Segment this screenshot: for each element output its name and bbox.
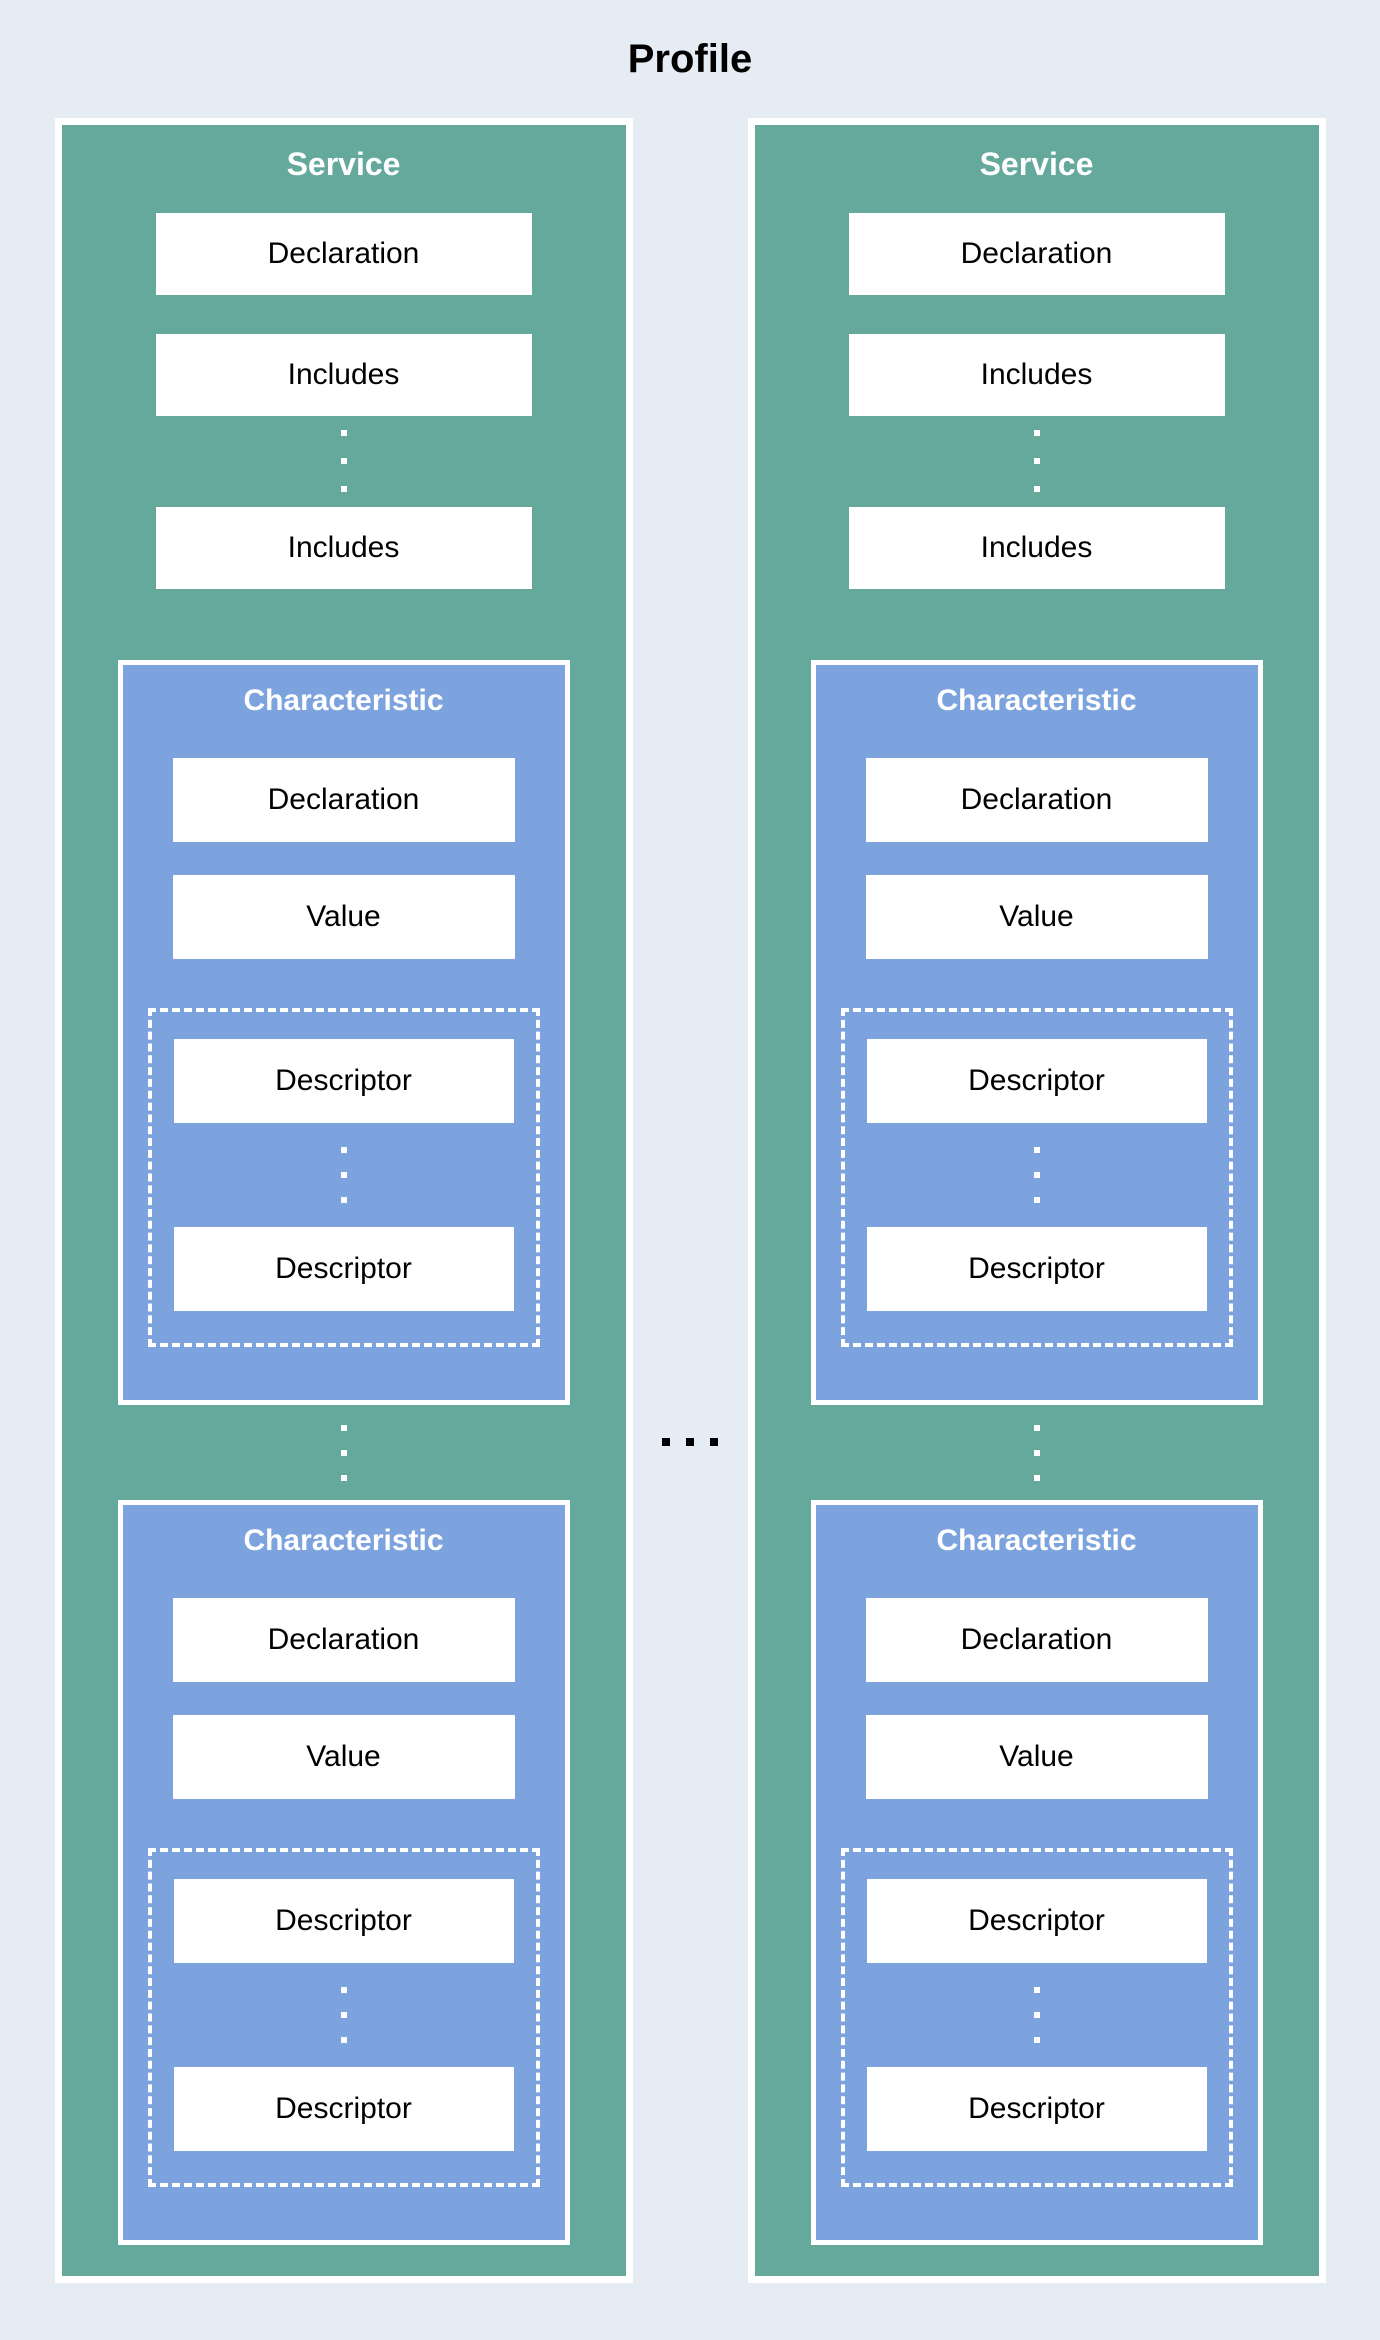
ellipsis-dot	[340, 430, 347, 436]
characteristic-title: Characteristic	[936, 1524, 1137, 1557]
vertical-ellipsis-icon	[340, 1987, 347, 2043]
ellipsis-dot	[710, 1438, 718, 1446]
ellipsis-dot	[1033, 1425, 1040, 1431]
characteristic-box: Characteristic Declaration Value Descrip…	[810, 1500, 1263, 2245]
ellipsis-dot	[340, 1450, 347, 1456]
ellipsis-dot	[1033, 2037, 1040, 2043]
ellipsis-dot	[1033, 1197, 1040, 1203]
characteristic-value-box: Value	[865, 875, 1208, 959]
descriptor-box: Descriptor	[173, 1879, 514, 1963]
descriptor-group: Descriptor Descriptor	[840, 1008, 1233, 1347]
characteristic-title: Characteristic	[936, 684, 1137, 717]
characteristic-declaration-box: Declaration	[865, 758, 1208, 842]
characteristic-box: Characteristic Declaration Value Descrip…	[117, 1500, 570, 2245]
characteristic-value-box: Value	[865, 1715, 1208, 1799]
ellipsis-dot	[662, 1438, 670, 1446]
descriptor-group: Descriptor Descriptor	[840, 1848, 1233, 2187]
ellipsis-dot	[1033, 1172, 1040, 1178]
ellipsis-dot	[340, 458, 347, 464]
services-row: Service Declaration Includes Includes Ch…	[0, 118, 1380, 2283]
characteristic-declaration-box: Declaration	[172, 758, 515, 842]
ellipsis-dot	[340, 1172, 347, 1178]
descriptor-group: Descriptor Descriptor	[147, 1008, 540, 1347]
ellipsis-dot	[340, 1987, 347, 1993]
ellipsis-dot	[340, 2012, 347, 2018]
descriptor-box: Descriptor	[173, 1039, 514, 1123]
vertical-ellipsis-icon	[1033, 430, 1040, 492]
ellipsis-dot	[1033, 2012, 1040, 2018]
service-includes-box: Includes	[848, 334, 1225, 416]
ellipsis-dot	[1033, 1147, 1040, 1153]
characteristic-value-box: Value	[172, 875, 515, 959]
characteristic-box: Characteristic Declaration Value Descrip…	[117, 660, 570, 1405]
characteristic-declaration-box: Declaration	[172, 1598, 515, 1682]
ellipsis-dot	[1033, 1450, 1040, 1456]
service-declaration-box: Declaration	[848, 213, 1225, 295]
vertical-ellipsis-icon	[340, 1425, 347, 1481]
service-box: Service Declaration Includes Includes Ch…	[54, 118, 633, 2283]
ellipsis-dot	[340, 2037, 347, 2043]
service-includes-box: Includes	[848, 507, 1225, 589]
ellipsis-dot	[340, 1475, 347, 1481]
service-includes-box: Includes	[155, 334, 532, 416]
ellipsis-dot	[1033, 458, 1040, 464]
horizontal-ellipsis-icon	[662, 1438, 718, 1446]
characteristic-box: Characteristic Declaration Value Descrip…	[810, 660, 1263, 1405]
service-declaration-box: Declaration	[155, 213, 532, 295]
vertical-ellipsis-icon	[340, 430, 347, 492]
ellipsis-dot	[1033, 1987, 1040, 1993]
descriptor-box: Descriptor	[866, 1879, 1207, 1963]
descriptor-box: Descriptor	[866, 1039, 1207, 1123]
vertical-ellipsis-icon	[340, 1147, 347, 1203]
vertical-ellipsis-icon	[1033, 1987, 1040, 2043]
characteristic-declaration-box: Declaration	[865, 1598, 1208, 1682]
descriptor-box: Descriptor	[173, 1227, 514, 1311]
ellipsis-dot	[686, 1438, 694, 1446]
characteristic-title: Characteristic	[243, 684, 444, 717]
ellipsis-dot	[340, 1197, 347, 1203]
descriptor-box: Descriptor	[866, 2067, 1207, 2151]
vertical-ellipsis-icon	[1033, 1147, 1040, 1203]
characteristic-title: Characteristic	[243, 1524, 444, 1557]
descriptor-group: Descriptor Descriptor	[147, 1848, 540, 2187]
ellipsis-dot	[340, 486, 347, 492]
service-title: Service	[979, 146, 1094, 182]
service-includes-box: Includes	[155, 507, 532, 589]
ellipsis-dot	[1033, 486, 1040, 492]
service-box: Service Declaration Includes Includes Ch…	[747, 118, 1326, 2283]
characteristic-value-box: Value	[172, 1715, 515, 1799]
ellipsis-dot	[340, 1425, 347, 1431]
ellipsis-dot	[1033, 1475, 1040, 1481]
ellipsis-dot	[340, 1147, 347, 1153]
ellipsis-dot	[1033, 430, 1040, 436]
vertical-ellipsis-icon	[1033, 1425, 1040, 1481]
descriptor-box: Descriptor	[173, 2067, 514, 2151]
descriptor-box: Descriptor	[866, 1227, 1207, 1311]
profile-title: Profile	[627, 36, 753, 81]
service-title: Service	[286, 146, 401, 182]
